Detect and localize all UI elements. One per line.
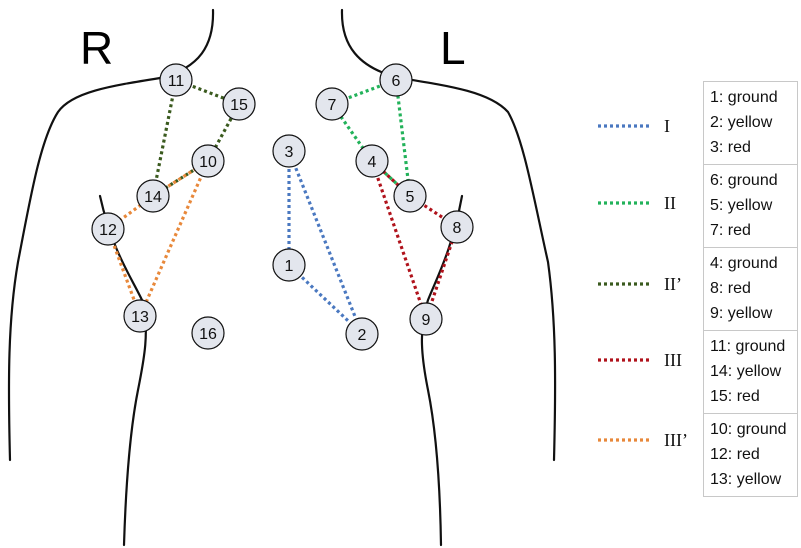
electrode-label: 4	[368, 154, 377, 171]
key-entry: 4: ground	[710, 251, 793, 276]
key-entry: 7: red	[710, 218, 793, 243]
electrode-15: 15	[223, 88, 255, 120]
electrode-label: 15	[230, 97, 248, 114]
key-entry: 3: red	[710, 135, 793, 160]
electrode-14: 14	[137, 180, 169, 212]
key-entry: 14: yellow	[710, 359, 793, 384]
electrode-8: 8	[441, 211, 473, 243]
key-entry: 11: ground	[710, 334, 793, 359]
key-entry: 1: ground	[710, 85, 793, 110]
electrode-label: 9	[422, 312, 431, 329]
left-side-label: L	[440, 22, 466, 74]
legend-lead-name: III’	[664, 430, 688, 450]
legend-lead-name: II	[664, 193, 676, 213]
electrode-label: 7	[328, 97, 337, 114]
key-entry: 12: red	[710, 442, 793, 467]
legend-lead-name: I	[664, 116, 670, 136]
key-entry: 9: yellow	[710, 301, 793, 326]
key-entry: 15: red	[710, 384, 793, 409]
electrode-label: 5	[406, 189, 415, 206]
electrode-label: 2	[358, 327, 367, 344]
armpit-right-outline	[100, 196, 146, 545]
key-entry: 8: red	[710, 276, 793, 301]
legend-lead-name: II’	[664, 274, 682, 294]
electrode-label: 16	[199, 326, 217, 343]
electrode-label: 3	[285, 144, 294, 161]
electrode-label: 11	[168, 73, 185, 90]
electrode-13: 13	[124, 300, 156, 332]
electrode-7: 7	[316, 88, 348, 120]
electrode-11: 11	[160, 64, 192, 96]
electrode-label: 14	[144, 189, 162, 206]
electrode-9: 9	[410, 303, 442, 335]
electrode-label: 1	[285, 258, 294, 275]
key-entry: 10: ground	[710, 417, 793, 442]
lead-line-1	[289, 151, 362, 334]
electrode-2: 2	[346, 318, 378, 350]
key-entry: 13: yellow	[710, 467, 793, 492]
key-entry: 6: ground	[710, 168, 793, 193]
electrode-label: 8	[453, 220, 462, 237]
electrode-3: 3	[273, 135, 305, 167]
electrode-label: 13	[131, 309, 149, 326]
key-entry: 2: yellow	[710, 110, 793, 135]
electrode-16: 16	[192, 317, 224, 349]
electrode-12: 12	[92, 213, 124, 245]
armpit-left-outline	[422, 196, 462, 545]
right-side-label: R	[80, 22, 113, 74]
electrode-5: 5	[394, 180, 426, 212]
electrode-6: 6	[380, 64, 412, 96]
legend-lead-name: III	[664, 350, 682, 370]
electrode-label: 10	[199, 154, 217, 171]
key-entry: 5: yellow	[710, 193, 793, 218]
electrode-10: 10	[192, 145, 224, 177]
electrode-4: 4	[356, 145, 388, 177]
electrode-1: 1	[273, 249, 305, 281]
electrode-label: 6	[392, 73, 401, 90]
electrode-label: 12	[99, 222, 117, 239]
